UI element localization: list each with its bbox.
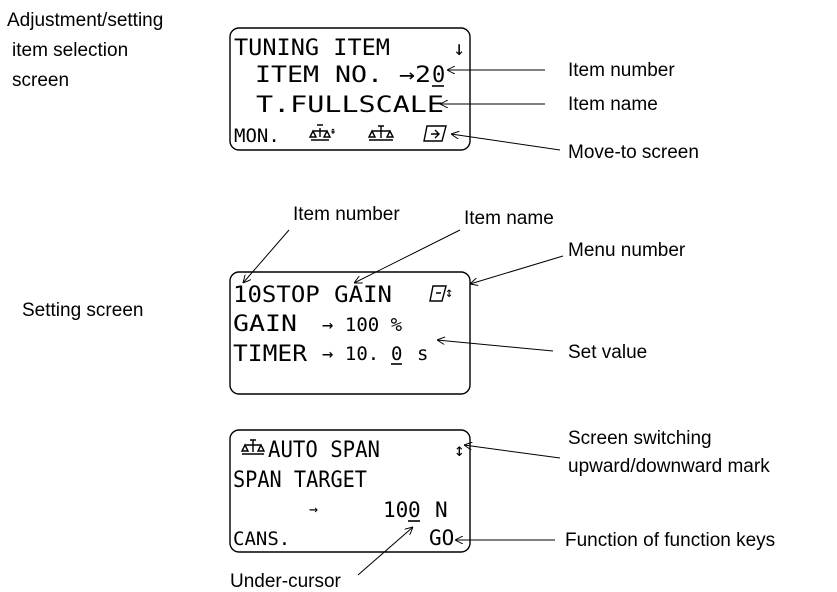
function-key-go: GO [429,526,454,550]
callout-set-value: Set value [568,342,647,363]
lcd-timer-unit: s [417,343,428,365]
callout-screen-switching-line1: Screen switching [568,428,712,449]
lcd-gain-value: → 100 % [322,314,403,336]
callout-item-name: Item name [568,94,658,115]
lcd-span-target-label: SPAN TARGET [233,468,367,493]
callout-move-to-screen: Move-to screen [568,142,699,163]
setting-screen-label: Setting screen [22,300,143,321]
balance-icon [240,439,266,455]
lcd-screen-auto-span [229,429,471,553]
lcd-item-name: T.FULLSCALE [256,93,444,118]
balance-up-icon: ⇞ [308,124,336,141]
screen1-label-line2: item selection [12,40,128,61]
callout-function-keys: Function of function keys [565,530,775,551]
item-number-pointer-2 [243,229,290,283]
function-key-cancel: CANS. [233,528,290,550]
lcd-mon-key: MON. [234,125,280,147]
callout-screen-switching-line2: upward/downward mark [568,456,770,477]
callout-menu-number: Menu number [568,240,686,261]
switch-mark-pointer [464,445,561,459]
lcd-screen-tuning-item [229,27,471,151]
down-arrow-mark: ↓ [453,36,465,60]
lcd-span-value: 10 [383,498,408,522]
lcd-item-no: ITEM NO. →2 [255,63,431,88]
item-name-pointer-2 [354,229,461,283]
lcd-auto-span-title: AUTO SPAN [268,438,380,463]
lcd-stop-gain-title: 10STOP GAIN [233,283,392,308]
screen1-label-line3: screen [12,70,69,91]
balance-icon [367,125,395,141]
svg-text:⇞: ⇞ [330,126,336,137]
lcd-timer-label: TIMER [233,342,308,367]
lcd-screen-stop-gain [229,271,471,395]
callout-under-cursor: Under-cursor [230,571,342,592]
callout-item-number-top: Item number [293,204,400,225]
lcd-tuning-item-title: TUNING ITEM [234,36,390,61]
lcd-gain-label: GAIN [233,312,297,337]
file-move-icon [423,125,447,142]
lcd-timer-cursor-digit: 0 [391,343,402,365]
svg-text:↕: ↕ [445,285,453,301]
under-cursor-pointer [357,527,413,576]
callout-item-number: Item number [568,60,675,81]
lcd-span-cursor-digit: 0 [408,498,421,522]
set-value-pointer [437,340,554,352]
move-to-pointer [451,134,561,151]
up-down-switch-mark: ↕ [454,440,465,461]
menu-number-pointer [470,255,564,284]
lcd-item-no-cursor-digit: 0 [432,63,445,88]
screen1-label-line1: Adjustment/setting [7,10,163,31]
lcd-span-unit: N [435,498,448,522]
menu-number-icon: ↕ [429,285,453,302]
lcd-timer-value: → 10. [322,343,379,365]
callout-item-name-top: Item name [464,208,554,229]
lcd-span-arrow: → [309,500,318,518]
